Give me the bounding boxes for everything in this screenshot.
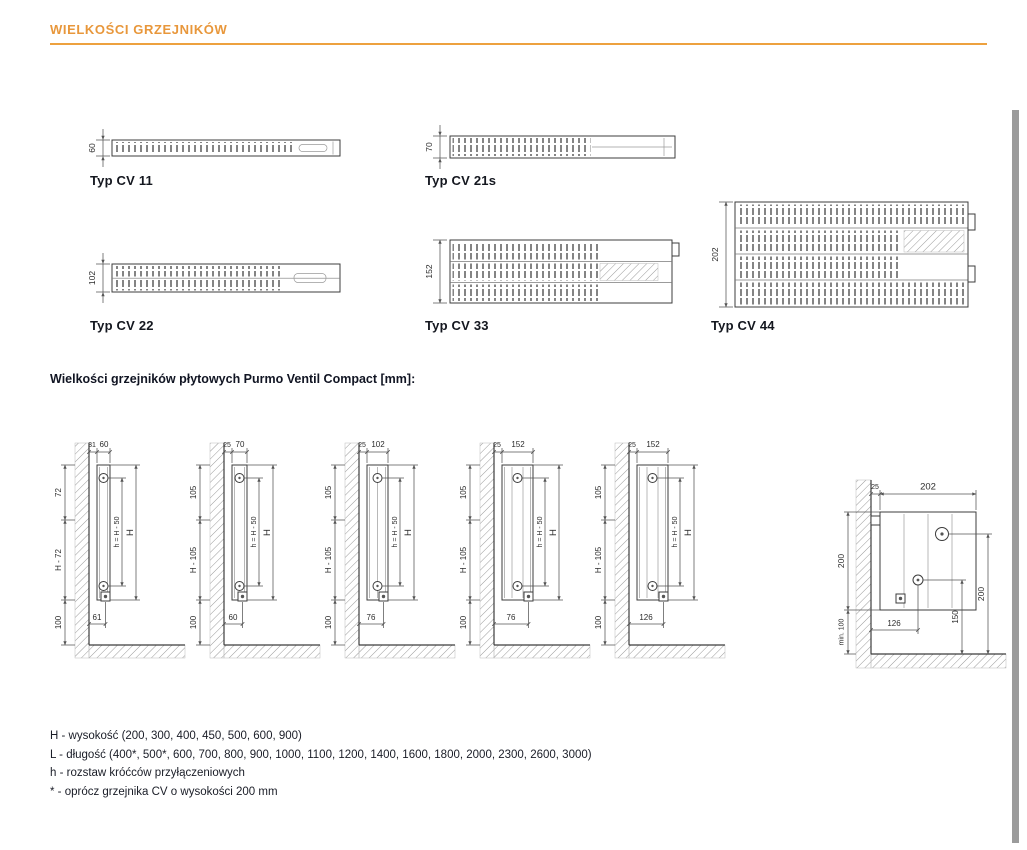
- top-view-cv22: 102: [87, 253, 341, 303]
- dim-depth-d4: 152: [511, 440, 525, 449]
- dim-clearance-d2: 100: [189, 615, 198, 629]
- dim-pipe-spacing-d4: h = H - 50: [537, 516, 544, 547]
- dim-height-d1: H: [125, 529, 136, 536]
- dim-clearance-d4: 100: [459, 615, 468, 629]
- side-view-cv44: 25 152 105 H - 105 100 h = H - 50 H 126: [594, 440, 726, 659]
- dim-pipe-spacing-d3: h = H - 50: [392, 516, 399, 547]
- dim-depth-d3: 102: [371, 440, 385, 449]
- dim-valve-offset-d4: 76: [507, 613, 516, 622]
- dim-clearance-d1: 100: [54, 615, 63, 629]
- bracket-tab-cv44-bottom: [967, 265, 976, 283]
- top-view-cv33: 152: [424, 239, 680, 304]
- side-view-cv22: 25 102 105 H - 105 100 h = H - 50 H 76: [324, 440, 456, 659]
- dim-valve-offset-corner: 126: [887, 619, 901, 628]
- dim-gap-d1: 31: [88, 442, 96, 449]
- top-view-cv21s: 70: [424, 125, 676, 169]
- dim-depth-corner: 202: [920, 482, 936, 493]
- legend-line-footnote: * - oprócz grzejnika CV o wysokości 200 …: [50, 785, 278, 798]
- dim-depth-d1: 60: [100, 440, 109, 449]
- legend-line-length: L - długość (400*, 500*, 600, 700, 800, …: [50, 748, 592, 761]
- dim-height-d4: H: [548, 529, 559, 536]
- dim-valve-offset-d3: 76: [367, 613, 376, 622]
- side-view-cv33: 25 152 105 H - 105 100 h = H - 50 H 76: [459, 440, 591, 659]
- dim-height-corner: 200: [836, 554, 846, 568]
- dim-valve-offset-d5: 126: [639, 613, 653, 622]
- dim-valve-offset-d1: 61: [93, 613, 102, 622]
- dim-gap-d2: 25: [223, 442, 231, 449]
- type-label-cv21s: Typ CV 21s: [425, 173, 497, 188]
- header-rule: [50, 43, 987, 45]
- side-view-cv11: 31 60 72 H - 72 100 h = H - 50 H 61: [54, 440, 186, 659]
- dim-depth-cv44: 202: [710, 247, 720, 261]
- page-edge-bar: [1012, 110, 1019, 843]
- wall-bracket: [870, 515, 881, 526]
- side-view-cv21s: 25 70 105 H - 105 100 h = H - 50 H 60: [189, 440, 321, 659]
- type-label-cv11: Typ CV 11: [90, 173, 153, 188]
- bracket-tab-cv44-top: [967, 213, 976, 231]
- type-label-cv33: Typ CV 33: [425, 318, 489, 333]
- dim-clearance-d3: 100: [324, 615, 333, 629]
- dim-mid-d2: H - 105: [189, 546, 198, 573]
- legend-line-height: H - wysokość (200, 300, 400, 450, 500, 6…: [50, 730, 302, 742]
- dim-valve-offset-d2: 60: [229, 613, 238, 622]
- section-title: Wielkości grzejników płytowych Purmo Ven…: [50, 372, 416, 386]
- dim-depth-d5: 152: [646, 440, 660, 449]
- dim-conn2-corner: 200: [976, 587, 986, 601]
- dim-top-offset-d1: 72: [54, 488, 63, 497]
- legend: H - wysokość (200, 300, 400, 450, 500, 6…: [50, 727, 592, 801]
- dim-depth-cv33: 152: [424, 264, 434, 278]
- dim-depth-cv22: 102: [87, 271, 97, 285]
- dim-mid-d3: H - 105: [324, 546, 333, 573]
- dim-mid-d1: H - 72: [54, 549, 63, 571]
- corner-view-cv44: 25 202 200 min. 100 150 200 126: [836, 479, 1007, 669]
- top-view-cv44: 202: [710, 201, 976, 308]
- dim-gap-d3: 25: [358, 442, 366, 449]
- dim-depth-cv11: 60: [87, 143, 97, 153]
- page-title: WIELKOŚCI GRZEJNIKÓW: [50, 22, 228, 37]
- dim-gap-d4: 25: [493, 442, 501, 449]
- dim-top-offset-d2: 105: [189, 485, 198, 499]
- dim-height-d5: H: [683, 529, 694, 536]
- dim-pipe-spacing-d1: h = H - 50: [114, 516, 121, 547]
- type-label-cv22: Typ CV 22: [90, 318, 154, 333]
- dim-top-offset-d5: 105: [594, 485, 603, 499]
- dim-pipe-spacing-d5: h = H - 50: [672, 516, 679, 547]
- dim-mid-d4: H - 105: [459, 546, 468, 573]
- bracket-tab-cv33: [671, 242, 680, 257]
- dim-height-d3: H: [403, 529, 414, 536]
- dim-pipe-spacing-d2: h = H - 50: [251, 516, 258, 547]
- dim-conn1-corner: 150: [951, 610, 960, 624]
- dim-top-offset-d3: 105: [324, 485, 333, 499]
- legend-line-connectors: h - rozstaw króćców przyłączeniowych: [50, 767, 245, 779]
- type-label-cv44: Typ CV 44: [711, 318, 775, 333]
- dim-min-clearance-corner: min. 100: [839, 618, 846, 645]
- top-view-cv11: 60: [87, 129, 341, 167]
- dim-mid-d5: H - 105: [594, 546, 603, 573]
- dim-depth-cv21s: 70: [424, 142, 434, 152]
- dim-depth-d2: 70: [236, 440, 245, 449]
- dim-clearance-d5: 100: [594, 615, 603, 629]
- dim-height-d2: H: [262, 529, 273, 536]
- dim-gap-corner: 25: [871, 484, 879, 491]
- dim-top-offset-d4: 105: [459, 485, 468, 499]
- dim-gap-d5: 25: [628, 442, 636, 449]
